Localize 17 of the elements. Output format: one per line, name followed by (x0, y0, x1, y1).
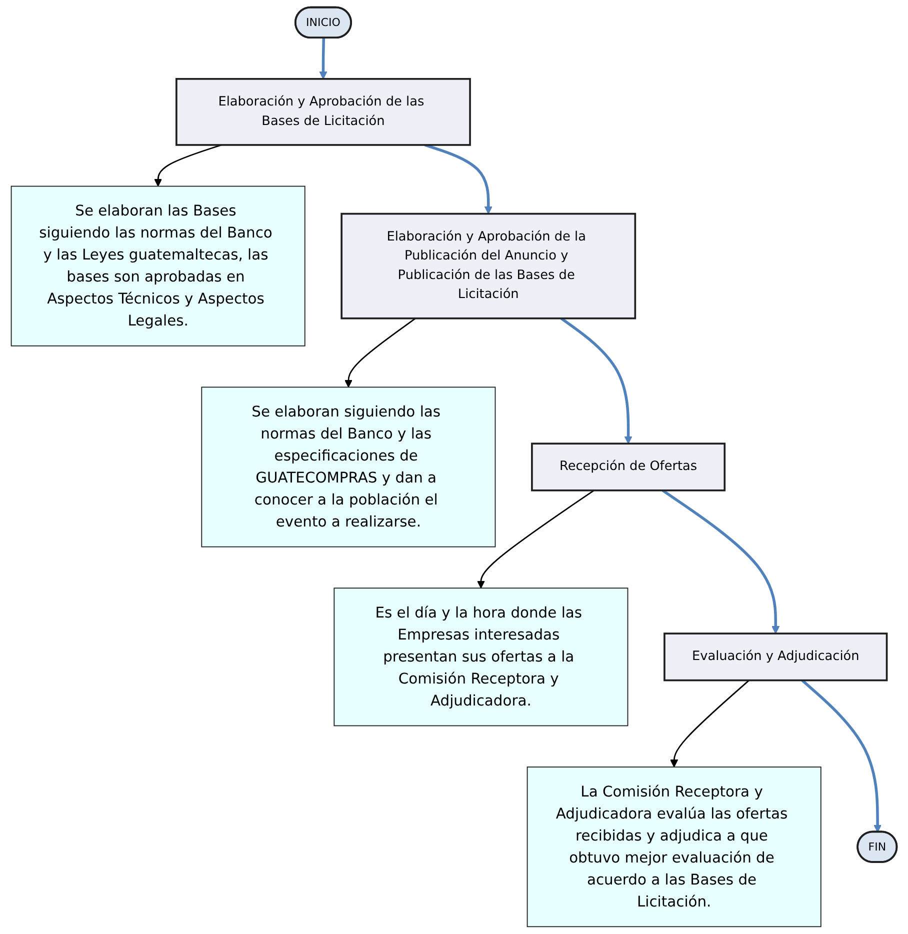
arrow (319, 38, 328, 80)
arrow (476, 490, 594, 588)
arrow (670, 680, 750, 768)
arrow (344, 318, 416, 388)
node-box: Recepción de Ofertas (531, 442, 726, 492)
arrow (662, 489, 780, 634)
arrow (801, 679, 882, 833)
node-box: Es el día y la hora donde las Empresas interesadas presentan sus ofertas a la Comisión Receptora y Adjudicadora. (334, 588, 628, 726)
arrow (560, 317, 632, 444)
arrow (154, 144, 222, 187)
node-box: Evaluación y Adjudicación (664, 632, 888, 682)
arrow (424, 144, 492, 214)
node-box: La Comisión Receptora y Adjudicadora evalúa las ofertas recibidas y adjudica a que obtuvo mejor evaluación de acuerdo a las Bases de Licitación. (526, 766, 822, 928)
node-box: Elaboración y Aprobación de la Publicación del Anuncio y Publicación de las Bases de Licitación (340, 212, 636, 320)
node-box: Se elaboran siguiendo las normas del Banco y las especificaciones de GUATECOMPRAS y dan a conocer a la población el evento a realizarse. (201, 386, 496, 548)
node-box: Elaboración y Aprobación de las Bases de Licitación (176, 78, 471, 146)
node-box: Se elaboran las Bases siguiendo las normas del Banco y las Leyes guatemaltecas, las bases son aprobadas en Aspectos Técnicos y Aspectos Legales. (10, 186, 306, 346)
